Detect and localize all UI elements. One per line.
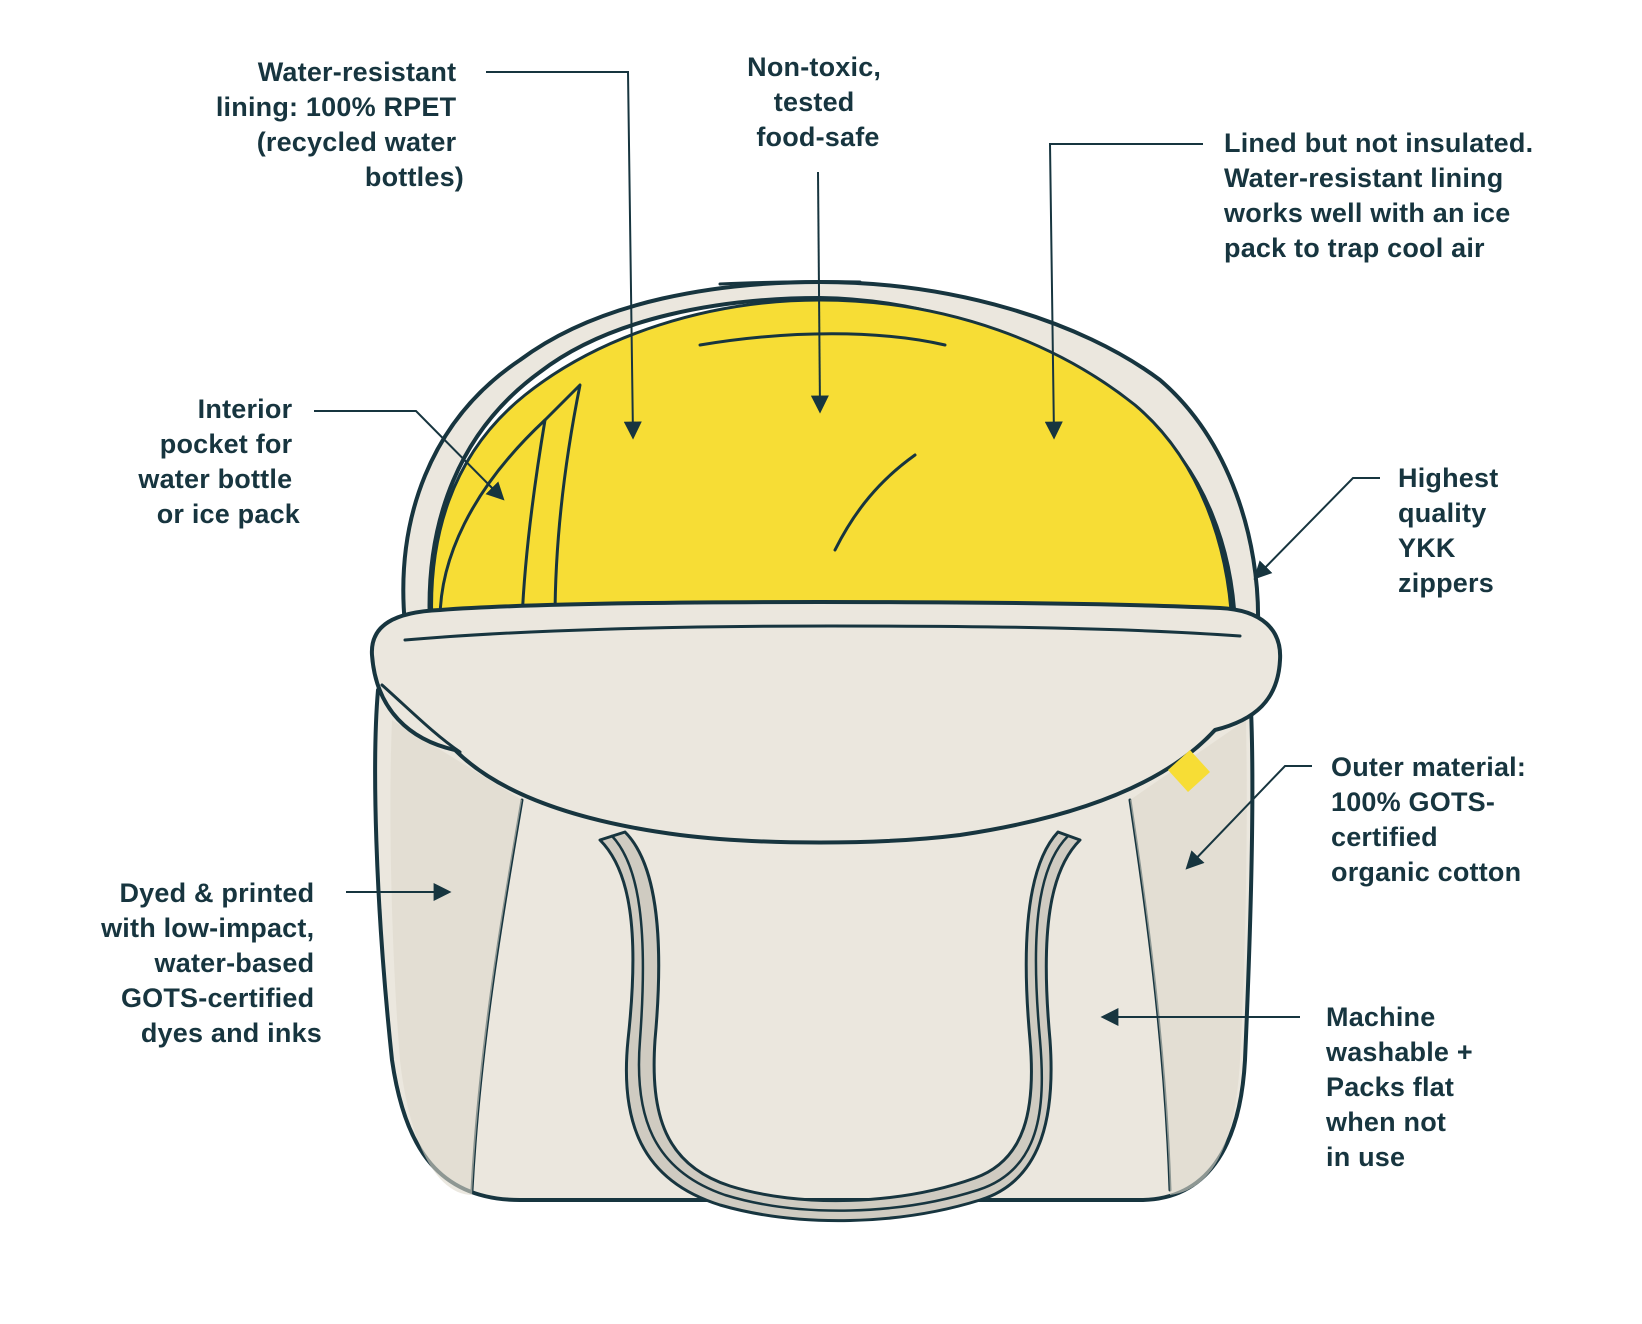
callout-outer-material: Outer material: 100% GOTS- certified org… bbox=[1331, 752, 1534, 887]
bag-rim bbox=[369, 600, 1283, 845]
callout-dyes: Dyed & printed with low-impact, water-ba… bbox=[100, 878, 322, 1048]
callout-line: water bottle bbox=[137, 464, 292, 494]
callout-line: or ice pack bbox=[157, 499, 301, 529]
callout-line: Dyed & printed bbox=[119, 878, 314, 908]
leader-zippers bbox=[1253, 477, 1380, 580]
callout-line: zippers bbox=[1398, 568, 1494, 598]
callout-line: Water-resistant bbox=[258, 57, 457, 87]
shade-left bbox=[390, 720, 522, 1195]
callout-line: lining: 100% RPET bbox=[216, 92, 457, 122]
leader-outer-material bbox=[1185, 765, 1312, 870]
callout-line: Lined but not insulated. bbox=[1224, 128, 1533, 158]
leader-pocket bbox=[314, 410, 505, 501]
callout-line: (recycled water bbox=[257, 127, 457, 157]
pocket-seam bbox=[520, 418, 547, 622]
brand-tag bbox=[1168, 750, 1210, 792]
callout-line: dyes and inks bbox=[141, 1018, 322, 1048]
callout-lining: Water-resistant lining: 100% RPET (recyc… bbox=[216, 57, 464, 192]
callout-insulation: Lined but not insulated. Water-resistant… bbox=[1223, 128, 1541, 263]
callout-line: pocket for bbox=[160, 429, 293, 459]
callout-pocket: Interior pocket for water bottle or ice … bbox=[137, 394, 300, 529]
callout-line: Outer material: bbox=[1331, 752, 1526, 782]
rim-inner-line bbox=[403, 624, 1242, 642]
callout-line: GOTS-certified bbox=[121, 983, 314, 1013]
callout-line: Machine bbox=[1326, 1002, 1435, 1032]
leader-food-safe bbox=[810, 171, 829, 414]
lunch-bag-illustration bbox=[369, 280, 1283, 1223]
callout-labels: Water-resistant lining: 100% RPET (recyc… bbox=[100, 52, 1541, 1172]
callout-line: certified bbox=[1331, 822, 1438, 852]
callout-line: organic cotton bbox=[1331, 857, 1521, 887]
leader-lining bbox=[486, 71, 642, 440]
lining-fold bbox=[698, 332, 947, 347]
callout-line: quality bbox=[1398, 498, 1486, 528]
shade-right bbox=[1130, 720, 1247, 1195]
callout-washable: Machine washable + Packs flat when not i… bbox=[1325, 1002, 1481, 1172]
callout-line: tested bbox=[774, 87, 855, 117]
callout-line: YKK bbox=[1398, 533, 1456, 563]
handle-back bbox=[598, 830, 1082, 1223]
callout-line: washable + bbox=[1325, 1037, 1473, 1067]
callout-line: works well with an ice bbox=[1223, 198, 1511, 228]
zipper-stitch bbox=[718, 280, 862, 286]
callout-line: Interior bbox=[198, 394, 293, 424]
callout-line: with low-impact, bbox=[100, 913, 314, 943]
callout-line: when not bbox=[1325, 1107, 1446, 1137]
callout-line: Non-toxic, bbox=[747, 52, 881, 82]
callout-line: water-based bbox=[154, 948, 315, 978]
handle-stitch bbox=[610, 834, 1070, 1212]
callout-line: Packs flat bbox=[1326, 1072, 1454, 1102]
callout-line: 100% GOTS- bbox=[1331, 787, 1495, 817]
callout-food-safe: Non-toxic, tested food-safe bbox=[747, 52, 889, 152]
callout-line: in use bbox=[1326, 1142, 1405, 1172]
lining-fold bbox=[833, 453, 917, 552]
rim-left-fold bbox=[380, 683, 462, 754]
callout-line: bottles) bbox=[365, 162, 464, 192]
callout-line: food-safe bbox=[756, 122, 879, 152]
callout-line: Highest bbox=[1398, 463, 1498, 493]
leader-insulation bbox=[1044, 143, 1203, 440]
interior-pocket bbox=[438, 383, 582, 622]
callout-zippers: Highest quality YKK zippers bbox=[1398, 463, 1506, 598]
callout-line: Water-resistant lining bbox=[1224, 163, 1503, 193]
leader-lines bbox=[314, 71, 1380, 1026]
callout-line: pack to trap cool air bbox=[1224, 233, 1485, 263]
